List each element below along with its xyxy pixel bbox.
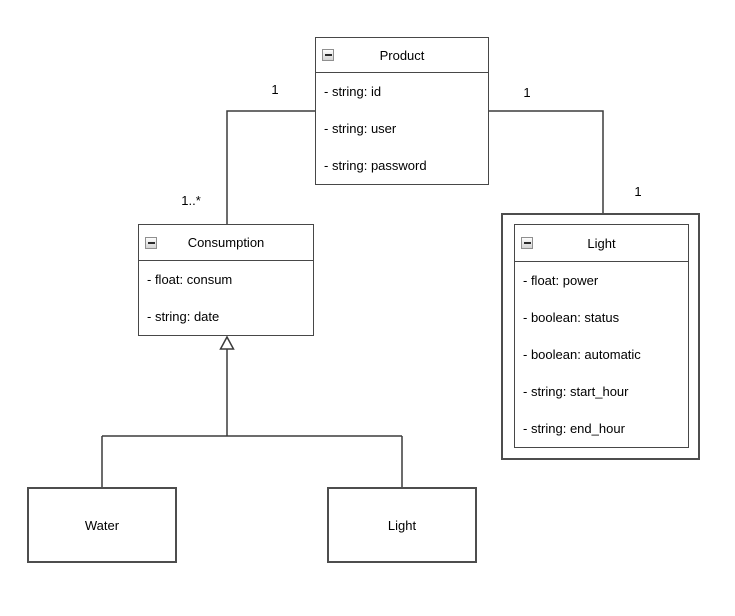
class-title-consumption: Consumption bbox=[187, 235, 265, 250]
class-title-light: Light bbox=[587, 235, 616, 251]
attribute-row: - float: power bbox=[523, 273, 599, 288]
attribute-section-light: - float: power - boolean: status - boole… bbox=[515, 262, 688, 447]
class-title-water: Water bbox=[84, 517, 120, 533]
attribute-row: - string: password bbox=[324, 158, 427, 173]
class-title-light-subclass: Light bbox=[387, 517, 417, 533]
collapse-icon[interactable] bbox=[322, 49, 334, 61]
attribute-row: - boolean: automatic bbox=[523, 347, 641, 362]
class-box-water: Water bbox=[27, 487, 177, 563]
class-header-product: Product bbox=[316, 38, 488, 73]
association-product-light bbox=[489, 110, 604, 224]
collapse-icon[interactable] bbox=[521, 237, 533, 249]
multiplicity-label: 1 bbox=[634, 184, 642, 199]
inheritance-triangle-icon bbox=[219, 335, 235, 350]
association-product-consumption bbox=[226, 110, 315, 224]
attribute-row: - string: id bbox=[324, 84, 382, 99]
attribute-row: - boolean: status bbox=[523, 310, 620, 325]
attribute-row: - string: user bbox=[324, 121, 397, 136]
class-box-product: Product - string: id - string: user - st… bbox=[315, 37, 489, 185]
class-box-light-subclass: Light bbox=[327, 487, 477, 563]
collapse-icon[interactable] bbox=[145, 236, 157, 249]
class-box-light: Light - float: power - boolean: status -… bbox=[514, 224, 689, 448]
attribute-row: - string: end_hour bbox=[523, 421, 625, 436]
attribute-row: - string: start_hour bbox=[523, 384, 629, 399]
minus-icon bbox=[324, 54, 332, 56]
multiplicity-label: 1..* bbox=[181, 193, 201, 208]
multiplicity-label: 1 bbox=[523, 85, 531, 100]
minus-icon bbox=[147, 241, 155, 244]
attribute-row: - float: consum bbox=[147, 272, 233, 287]
class-header-consumption: Consumption bbox=[139, 225, 313, 261]
class-title-product: Product bbox=[379, 47, 425, 63]
minus-icon bbox=[523, 242, 531, 244]
attribute-row: - string: date bbox=[147, 309, 220, 324]
attribute-section-product: - string: id - string: user - string: pa… bbox=[316, 73, 488, 184]
class-header-light: Light bbox=[515, 225, 688, 262]
class-box-consumption: Consumption - float: consum - string: da… bbox=[138, 224, 314, 336]
attribute-section-consumption: - float: consum - string: date bbox=[139, 261, 313, 335]
multiplicity-label: 1 bbox=[271, 82, 279, 97]
